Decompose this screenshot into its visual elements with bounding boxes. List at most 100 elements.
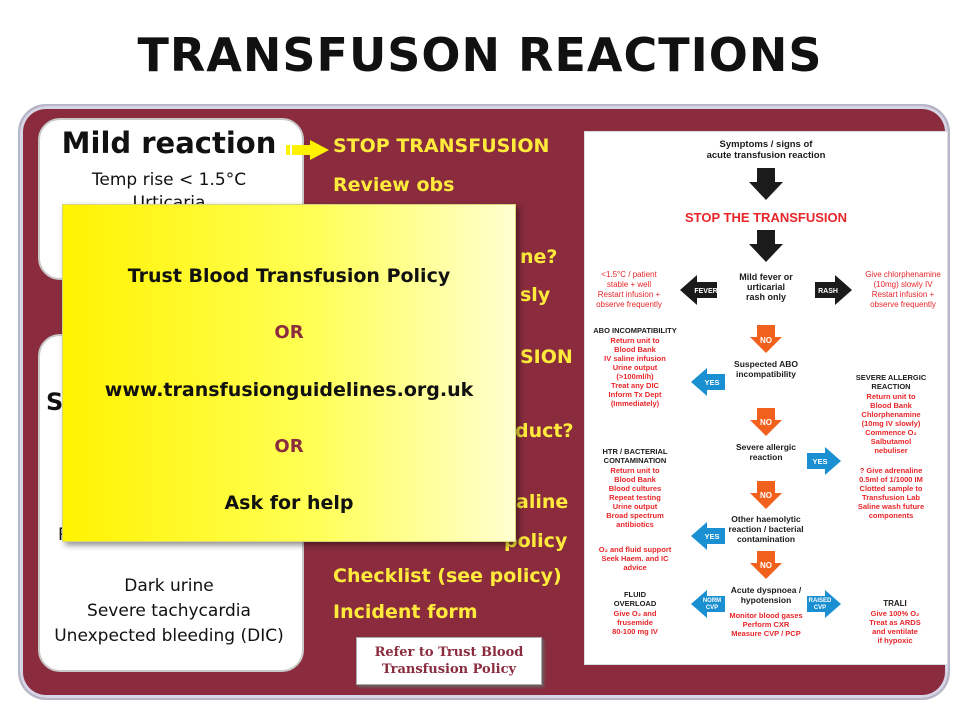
transfusion-reaction-flowchart: Symptoms / signs of acute transfusion re… <box>584 131 948 665</box>
flow-htr-text: antibiotics <box>616 520 654 529</box>
step-partial: aline <box>516 491 569 513</box>
flow-question-abo: Suspected ABO <box>734 359 798 369</box>
flow-dyspnoea-text: Perform CXR <box>743 620 790 629</box>
flow-allergic-title: REACTION <box>871 382 910 391</box>
flow-htr-title: CONTAMINATION <box>604 456 667 465</box>
flow-abo-text: (>100ml/h) <box>616 372 654 381</box>
severe-symptom: Severe tachycardia <box>87 601 251 621</box>
flow-trali-text: Treat as ARDS <box>869 618 920 627</box>
flow-rash-text: Restart infusion + <box>872 290 935 299</box>
flow-dyspnoea-text: Measure CVP / PCP <box>731 629 800 638</box>
step-partial: ne? <box>520 246 558 268</box>
flow-htr-text: Broad spectrum <box>606 511 664 520</box>
flow-abo-text: Return unit to <box>610 336 660 345</box>
flow-yes-label: YES <box>704 532 719 541</box>
flow-allergic-text: Commence O₂ <box>865 428 917 437</box>
guidelines-link[interactable]: www.transfusionguidelines.org.uk <box>104 379 474 401</box>
flow-question-htr: Other haemolytic <box>731 514 801 524</box>
flow-stop: STOP THE TRANSFUSION <box>685 210 847 225</box>
ask-help-line: Ask for help <box>224 492 354 514</box>
flow-abo-text: (Immediately) <box>611 399 660 408</box>
step-partial: policy <box>504 530 568 552</box>
flow-fever-label: FEVER <box>694 288 717 295</box>
flow-htr-text: Urine output <box>613 502 658 511</box>
flow-allergic-text: Transfusion Lab <box>862 493 920 502</box>
step-checklist: Checklist (see policy) <box>333 565 562 587</box>
flow-allergic-text: Blood Bank <box>870 401 912 410</box>
flow-overload-title: FLUID <box>624 590 647 599</box>
flow-no-label: NO <box>760 561 772 570</box>
step-partial: SION <box>520 346 573 368</box>
flow-abo-text: Urine output <box>613 363 658 372</box>
flow-norm-cvp: NORM <box>703 598 721 604</box>
mild-symptom: Temp rise < 1.5°C <box>91 170 247 190</box>
flow-trali-title: TRALI <box>883 599 907 608</box>
flow-yes-label: YES <box>704 378 719 387</box>
step-stop-transfusion: STOP TRANSFUSION <box>333 135 550 157</box>
flow-allergic-text: Chlorphenamine <box>861 410 920 419</box>
flow-allergic-text: ? Give adrenaline <box>860 466 923 475</box>
flow-question-dyspnoea: hypotension <box>741 595 792 605</box>
flow-abo-text: Treat any DIC <box>611 381 660 390</box>
flow-allergic-text: 0.5ml of 1/1000 IM <box>859 475 923 484</box>
flow-allergic-text: Salbutamol <box>871 437 911 446</box>
flow-fever-text: observe frequently <box>596 300 662 309</box>
step-partial: duct? <box>515 420 574 442</box>
flow-trali-text: if hypoxic <box>877 636 912 645</box>
severe-symptom: Dark urine <box>124 576 214 596</box>
flow-no-label: NO <box>760 418 772 427</box>
step-incident-form: Incident form <box>333 601 478 623</box>
step-review-obs: Review obs <box>333 174 455 196</box>
flow-htr-text: advice <box>623 563 646 572</box>
flow-allergic-text: Saline wash future <box>858 502 924 511</box>
flow-allergic-text: Return unit to <box>866 392 916 401</box>
refer-policy-note: Refer to Trust Blood Transfusion Policy <box>356 637 542 685</box>
flow-trali-text: Give 100% O₂ <box>871 609 920 618</box>
flow-overload-text: Give O₂ and <box>614 609 657 618</box>
flow-raised-cvp: RAISED <box>809 598 832 604</box>
flow-no-label: NO <box>760 336 772 345</box>
norm-cvp-arrow-icon <box>691 590 725 618</box>
flow-fever-text: <1.5°C / patient <box>601 270 657 279</box>
flow-question-abo: incompatibility <box>736 369 796 379</box>
flow-rash-text: (10mg) slowly IV <box>873 280 933 289</box>
flow-norm-cvp: CVP <box>706 605 718 611</box>
flow-htr-text: Repeat testing <box>609 493 661 502</box>
severe-reaction-title: S <box>46 388 64 416</box>
flow-fever-text: stable + well <box>607 280 651 289</box>
flow-mild-center: Mild fever or <box>739 272 793 282</box>
flow-overload-text: frusemide <box>617 618 653 627</box>
flow-rash-label: RASH <box>818 288 838 295</box>
flow-abo-title: ABO INCOMPATIBILITY <box>593 326 676 335</box>
severe-symptom: Unexpected bleeding (DIC) <box>54 626 284 646</box>
flow-mild-center: rash only <box>746 292 786 302</box>
flow-overload-title: OVERLOAD <box>614 599 657 608</box>
down-arrow-icon <box>749 230 783 262</box>
flow-mild-center: urticarial <box>747 282 785 292</box>
flow-abo-text: Inform Tx Dept <box>609 390 662 399</box>
flow-allergic-title: SEVERE ALLERGIC <box>856 373 927 382</box>
flow-allergic-text: nebuliser <box>874 446 907 455</box>
flow-abo-text: IV saline infusion <box>604 354 666 363</box>
step-partial: sly <box>520 284 551 306</box>
flow-overload-text: 80-100 mg IV <box>612 627 658 636</box>
flow-rash-text: observe frequently <box>870 300 936 309</box>
flow-htr-title: HTR / BACTERIAL <box>603 447 668 456</box>
flow-htr-text: Blood cultures <box>609 484 662 493</box>
flow-htr-text: Return unit to <box>610 466 660 475</box>
flow-htr-text: Blood Bank <box>614 475 656 484</box>
slide-title: TRANSFUSON REACTIONS <box>137 28 823 82</box>
flow-htr-text: O₂ and fluid support <box>599 545 672 554</box>
flow-raised-cvp: CVP <box>814 605 826 611</box>
policy-line: Trust Blood Transfusion Policy <box>127 265 451 287</box>
mild-reaction-title: Mild reaction <box>61 126 277 160</box>
right-arrow-icon <box>286 140 329 160</box>
raised-cvp-arrow-icon <box>807 590 841 618</box>
flow-question-htr: contamination <box>737 534 795 544</box>
flow-question-dyspnoea: Acute dyspnoea / <box>731 585 802 595</box>
or-line: OR <box>274 436 304 457</box>
flow-dyspnoea-text: Monitor blood gases <box>729 611 802 620</box>
flow-allergic-text: Clotted sample to <box>860 484 923 493</box>
flow-fever-text: Restart infusion + <box>598 290 661 299</box>
flow-abo-text: Blood Bank <box>614 345 656 354</box>
